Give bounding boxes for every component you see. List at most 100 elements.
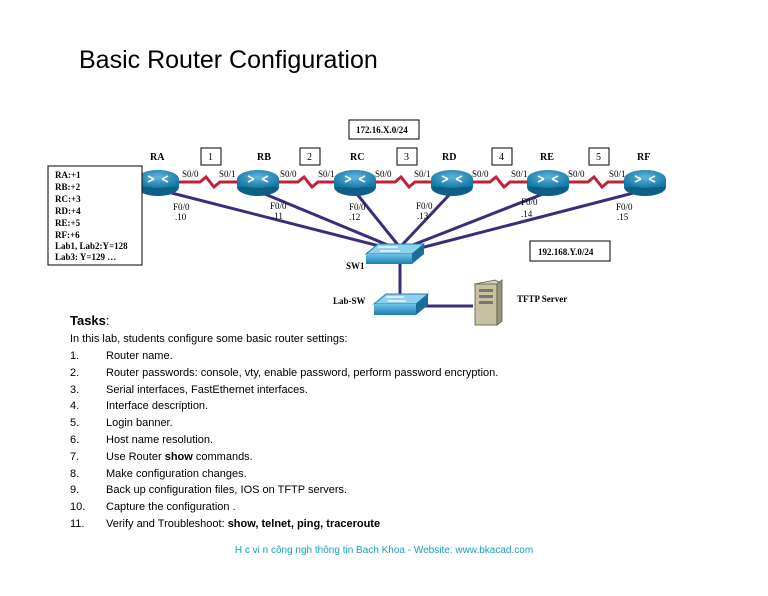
link-re-sw1 <box>404 190 549 250</box>
task-text: Back up configuration files, IOS on TFTP… <box>106 484 348 497</box>
link-ra-sw1 <box>159 188 396 252</box>
task-number: 6. <box>70 433 80 446</box>
router-re <box>527 170 569 196</box>
link-number: 4 <box>499 152 504 163</box>
switch-arrows-icon <box>378 246 400 252</box>
task-number: 9. <box>70 484 80 497</box>
legend-item: RF:+6 <box>55 230 80 240</box>
network-labels: 172.16.X.0/24 192.168.Y.0/24 <box>348 119 611 262</box>
serial-port-labels: S0/0 S0/1 S0/0 S0/1 S0/0 S0/1 S0/0 S0/1 … <box>182 169 626 179</box>
task-item: 10. Capture the configuration . <box>70 499 630 516</box>
ip-label: .11 <box>272 211 283 221</box>
network-bottom-label: 192.168.Y.0/24 <box>538 247 594 257</box>
router-rd <box>431 170 473 196</box>
link-rd-sw1 <box>400 192 452 247</box>
router-rc <box>334 170 376 196</box>
task-text: Verify and Troubleshoot: <box>106 517 228 530</box>
task-text: Serial interfaces, FastEthernet interfac… <box>106 383 308 396</box>
router-rb <box>237 170 279 196</box>
link-rc-sw1 <box>355 193 400 246</box>
port-label: F0/0 <box>173 202 190 212</box>
task-number: 8. <box>70 467 80 480</box>
lab-sw-label: Lab-SW <box>333 296 366 306</box>
link-number: 2 <box>307 152 312 163</box>
device-labels: SW1 Lab-SW TFTP Server <box>333 261 567 306</box>
fastethernet-labels: F0/0 .10 F0/0 .11 F0/0 .12 F0/0 .13 F0/0… <box>173 197 633 222</box>
ip-label: .12 <box>349 212 360 222</box>
legend-item: RC:+3 <box>55 194 81 204</box>
task-text: Host name resolution. <box>106 433 213 446</box>
task-text: Router passwords: console, vty, enable p… <box>106 366 499 379</box>
port-label: S0/0 <box>472 169 489 179</box>
task-number: 4. <box>70 400 80 413</box>
router-arrows-icon <box>441 175 463 183</box>
task-text-wrapper: Use Router show commands. <box>106 449 253 466</box>
port-label: F0/0 <box>521 197 538 207</box>
port-label: S0/1 <box>318 169 335 179</box>
routers <box>137 170 666 196</box>
router-labels: RA RB RC RD RE RF <box>150 152 650 163</box>
router-arrows-icon <box>634 175 656 183</box>
task-command: show <box>164 450 193 463</box>
tasks-heading-text: Tasks <box>70 313 106 328</box>
task-item: 1.Router name. <box>70 348 630 365</box>
port-label: S0/1 <box>219 169 236 179</box>
serial-link-rc-rd <box>375 174 432 190</box>
task-text: Router name. <box>106 350 173 362</box>
tftp-server-icon <box>473 279 504 326</box>
task-command: show, telnet, ping, traceroute <box>227 517 381 530</box>
task-item: 8. Make configuration changes. <box>70 466 630 483</box>
legend-item: RB:+2 <box>55 182 81 192</box>
port-label: S0/0 <box>375 169 392 179</box>
switch-arrows-icon <box>386 296 406 302</box>
ip-label: .15 <box>617 212 629 222</box>
port-label: F0/0 <box>616 202 633 212</box>
task-number: 11. <box>70 517 85 530</box>
port-label: F0/0 <box>270 201 287 211</box>
router-arrows-icon <box>344 175 366 183</box>
sw1-label: SW1 <box>346 261 365 271</box>
legend-box: RA:+1 RB:+2 RC:+3 RD:+4 RE:+5 RF:+6 Lab1… <box>47 165 143 266</box>
router-name: RC <box>350 152 364 163</box>
task-number: 5. <box>70 417 80 430</box>
task-item: 6. Host name resolution. <box>70 432 630 449</box>
task-number: 2. <box>70 366 80 379</box>
tftp-server-label: TFTP Server <box>517 294 567 304</box>
tasks-heading-colon: : <box>105 313 110 328</box>
task-number: 7. <box>70 450 80 463</box>
legend-item: Lab1, Lab2:Y=128 <box>55 241 128 251</box>
port-label: S0/1 <box>511 169 528 179</box>
router-arrows-icon <box>147 175 169 183</box>
legend-item: Lab3: Y=129 … <box>55 252 116 262</box>
task-text: Capture the configuration . <box>106 501 236 514</box>
task-text: Use Router <box>106 450 165 463</box>
port-label: S0/1 <box>609 169 626 179</box>
serial-link-rb-rc <box>278 174 335 190</box>
port-label: F0/0 <box>349 202 366 212</box>
task-item: 9. Back up configuration files, IOS on TF… <box>70 482 630 499</box>
task-number: 10. <box>70 501 86 514</box>
router-name: RE <box>540 152 554 163</box>
network-top-label: 172.16.X.0/24 <box>356 125 408 135</box>
tasks-section: Tasks: In this lab, students configure s… <box>70 313 630 533</box>
link-rb-sw1 <box>259 190 396 250</box>
task-item: 2. Router passwords: console, vty, enable… <box>70 365 630 382</box>
ip-label: .13 <box>417 211 429 221</box>
router-name: RA <box>150 152 165 163</box>
link-number: 5 <box>596 152 601 163</box>
task-text: Login banner. <box>106 417 173 430</box>
switch-sw1 <box>364 243 426 264</box>
ip-label: .14 <box>521 209 533 219</box>
task-text: Make configuration changes. <box>106 467 247 480</box>
task-number: 3. <box>70 383 80 396</box>
task-text-wrapper: Verify and Troubleshoot: show, telnet, p… <box>106 516 380 533</box>
router-name: RD <box>442 152 456 163</box>
router-arrows-icon <box>537 175 559 183</box>
task-item: 3. Serial interfaces, FastEthernet interf… <box>70 382 630 399</box>
port-label: F0/0 <box>416 201 433 211</box>
task-text: Interface description. <box>106 400 209 413</box>
link-rf-sw1 <box>404 188 646 254</box>
port-label: S0/0 <box>280 169 297 179</box>
port-label: S0/1 <box>414 169 431 179</box>
